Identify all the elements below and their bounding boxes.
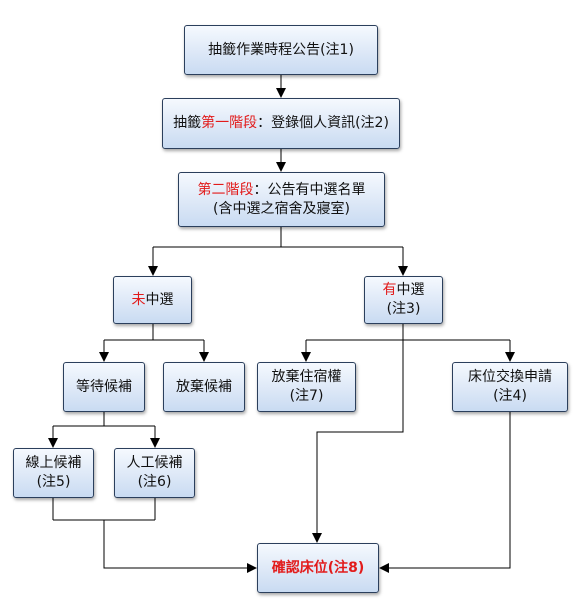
node-schedule: 抽籤作業時程公告(注1)	[184, 25, 378, 75]
node-online-wait: 線上候補 (注5)	[13, 448, 94, 498]
node-manual-wait: 人工候補 (注6)	[114, 448, 195, 498]
node-stage2-highlight: 第二階段	[197, 181, 254, 198]
node-selected-suffix: 中選	[396, 282, 425, 298]
node-give-up-wait-text: 放棄候補	[176, 378, 232, 395]
arrow-swap-to-confirm	[379, 412, 511, 573]
node-confirm-bed: 確認床位(注8)	[257, 543, 379, 593]
node-give-up-housing-line1: 放棄住宿權	[271, 369, 342, 385]
node-selected-line1: 有中選	[383, 281, 425, 300]
node-manual-wait-line1: 人工候補	[126, 455, 183, 471]
node-selected-highlight: 有	[382, 282, 397, 298]
node-online-wait-line2: (注5)	[36, 474, 71, 490]
node-not-selected: 未中選	[113, 276, 192, 324]
node-give-up-wait: 放棄候補	[163, 362, 245, 412]
node-stage2-line2: (含中選之宿舍及寢室)	[213, 200, 350, 217]
node-manual-wait-line2: (注6)	[137, 474, 172, 490]
node-give-up-housing: 放棄住宿權 (注7)	[257, 362, 356, 412]
node-selected: 有中選 (注3)	[364, 276, 443, 324]
node-wait-list-text: 等待候補	[76, 378, 132, 395]
node-give-up-housing-line2: (注7)	[289, 388, 324, 404]
node-not-selected-label: 未中選	[132, 291, 174, 310]
arrow-selected-to-confirm	[312, 324, 404, 543]
node-swap-request-line2: (注4)	[493, 388, 527, 404]
node-swap-request-line1: 床位交換申請	[468, 369, 552, 385]
node-confirm-bed-text: 確認床位(注8)	[271, 559, 365, 576]
node-stage1-suffix: ：登錄個人資訊(注2)	[257, 115, 389, 131]
node-stage1-prefix: 抽籤	[173, 115, 202, 131]
node-online-wait-line1: 線上候補	[25, 455, 82, 471]
node-stage1: 抽籤第一階段：登錄個人資訊(注2)	[162, 98, 400, 149]
node-stage1-label: 抽籤第一階段：登錄個人資訊(注2)	[173, 114, 389, 133]
node-schedule-text: 抽籤作業時程公告(注1)	[208, 41, 354, 58]
arrow-wait-to-confirm	[103, 520, 257, 573]
node-wait-list: 等待候補	[63, 362, 145, 412]
node-stage2-suffix: ：公告有中選名單	[253, 181, 366, 198]
node-stage2: 第二階段：公告有中選名單 (含中選之宿舍及寢室)	[178, 172, 385, 227]
node-swap-request: 床位交換申請 (注4)	[452, 362, 568, 412]
node-stage1-highlight: 第一階段	[201, 115, 258, 131]
node-selected-line2: (注3)	[386, 301, 421, 317]
node-not-selected-suffix: 中選	[145, 291, 174, 308]
node-not-selected-highlight: 未	[131, 291, 146, 308]
node-stage2-line1: 第二階段：公告有中選名單	[198, 181, 366, 200]
